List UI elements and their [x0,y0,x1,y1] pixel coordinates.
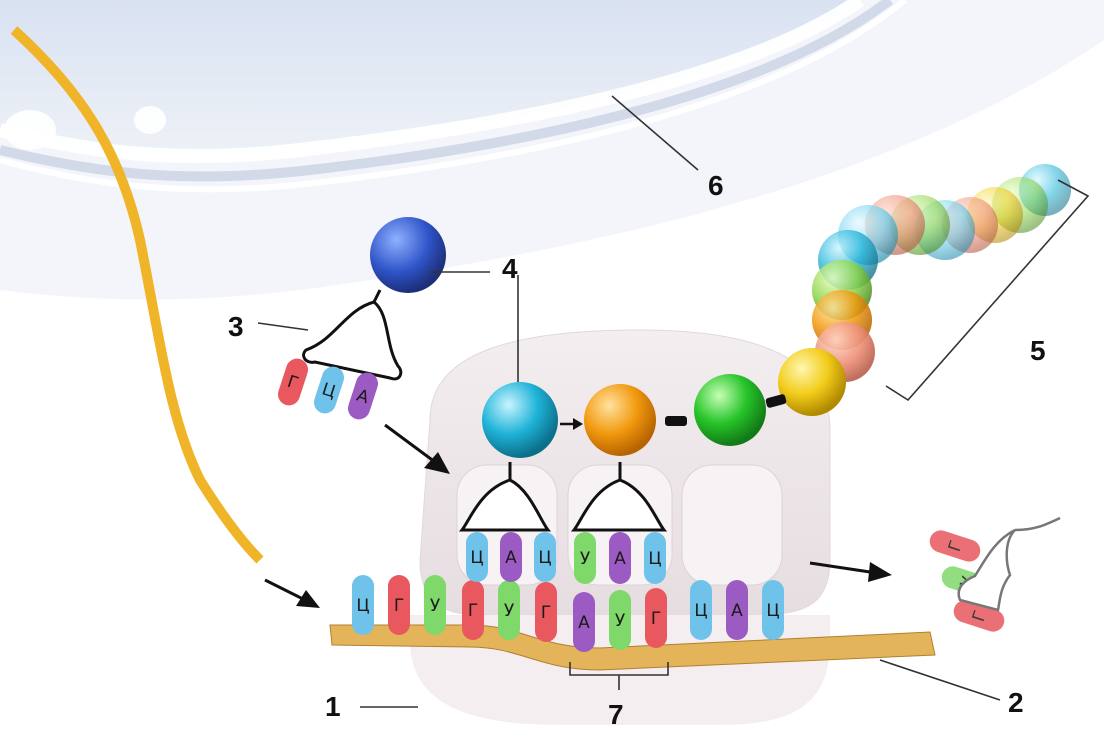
trna-right-base: У [574,532,596,584]
trna-right-base-letter: А [614,549,626,569]
mrna-base: У [609,590,631,650]
mrna-base: Ц [690,580,712,640]
label-6: 6 [708,170,724,201]
trna-left-base-letter: Ц [538,548,551,568]
mrna-base: А [726,580,748,640]
incoming-base-letter: Ц [319,379,338,402]
mrna-base-letter: Ц [694,601,707,621]
leader-2 [879,659,1001,701]
mrna-base: У [498,580,520,640]
mrna-base-letter: Г [541,603,551,623]
mrna-base: А [573,592,595,652]
codon-bracket [569,662,669,690]
label-4: 4 [502,253,518,284]
label-3: 3 [228,311,244,342]
label-5: 5 [1030,335,1046,366]
leader-6 [611,95,699,171]
outgoing-base: Г [953,600,1005,632]
mrna-base-letter: У [430,596,441,616]
trna-right-base: А [609,532,631,584]
trna-right-base: Ц [644,532,666,584]
mrna-base: Г [535,582,557,642]
arrows [264,423,892,608]
trna-left-base: Ц [534,532,556,582]
mrna-base-letter: Ц [356,596,369,616]
mrna-base: У [424,575,446,635]
incoming-base: Г [277,358,309,406]
mrna-base: Ц [352,575,374,635]
incoming-base: Ц [313,366,345,414]
nuclear-envelope [0,0,1104,300]
mrna-base-letter: Г [394,596,404,616]
trna-right-base-letter: У [580,549,591,569]
mrna-base-letter: А [731,601,743,621]
trna-left-base-letter: Ц [470,548,483,568]
polypeptide-chain [482,164,1071,458]
outgoing-base: Г [929,530,981,562]
mrna-base-letter: Г [468,601,478,621]
trna-left-base: А [500,532,522,582]
label-1: 1 [325,691,341,722]
mrna-base-letter: А [578,613,590,633]
trna-left-base-letter: А [505,548,517,568]
mrna-base-letter: У [615,611,626,631]
trna-right-base-letter: Ц [648,549,661,569]
outgoing-trna: ГУГ [929,516,1061,632]
mrna-base: Г [388,575,410,635]
trna-left-base: Ц [466,532,488,582]
leader-3 [257,322,309,331]
mrna-base: Г [645,588,667,648]
mrna-base: Г [462,580,484,640]
mrna-base-letter: Г [651,609,661,629]
label-2: 2 [1008,687,1024,718]
mrna-base-letter: У [504,601,515,621]
mrna-strand-exiting-nucleus [10,26,264,564]
label-7: 7 [608,699,624,730]
polypeptide-bracket [885,179,1090,402]
mrna-base: Ц [762,580,784,640]
incoming-base: А [347,372,379,420]
mrna-base-letter: Ц [766,601,779,621]
